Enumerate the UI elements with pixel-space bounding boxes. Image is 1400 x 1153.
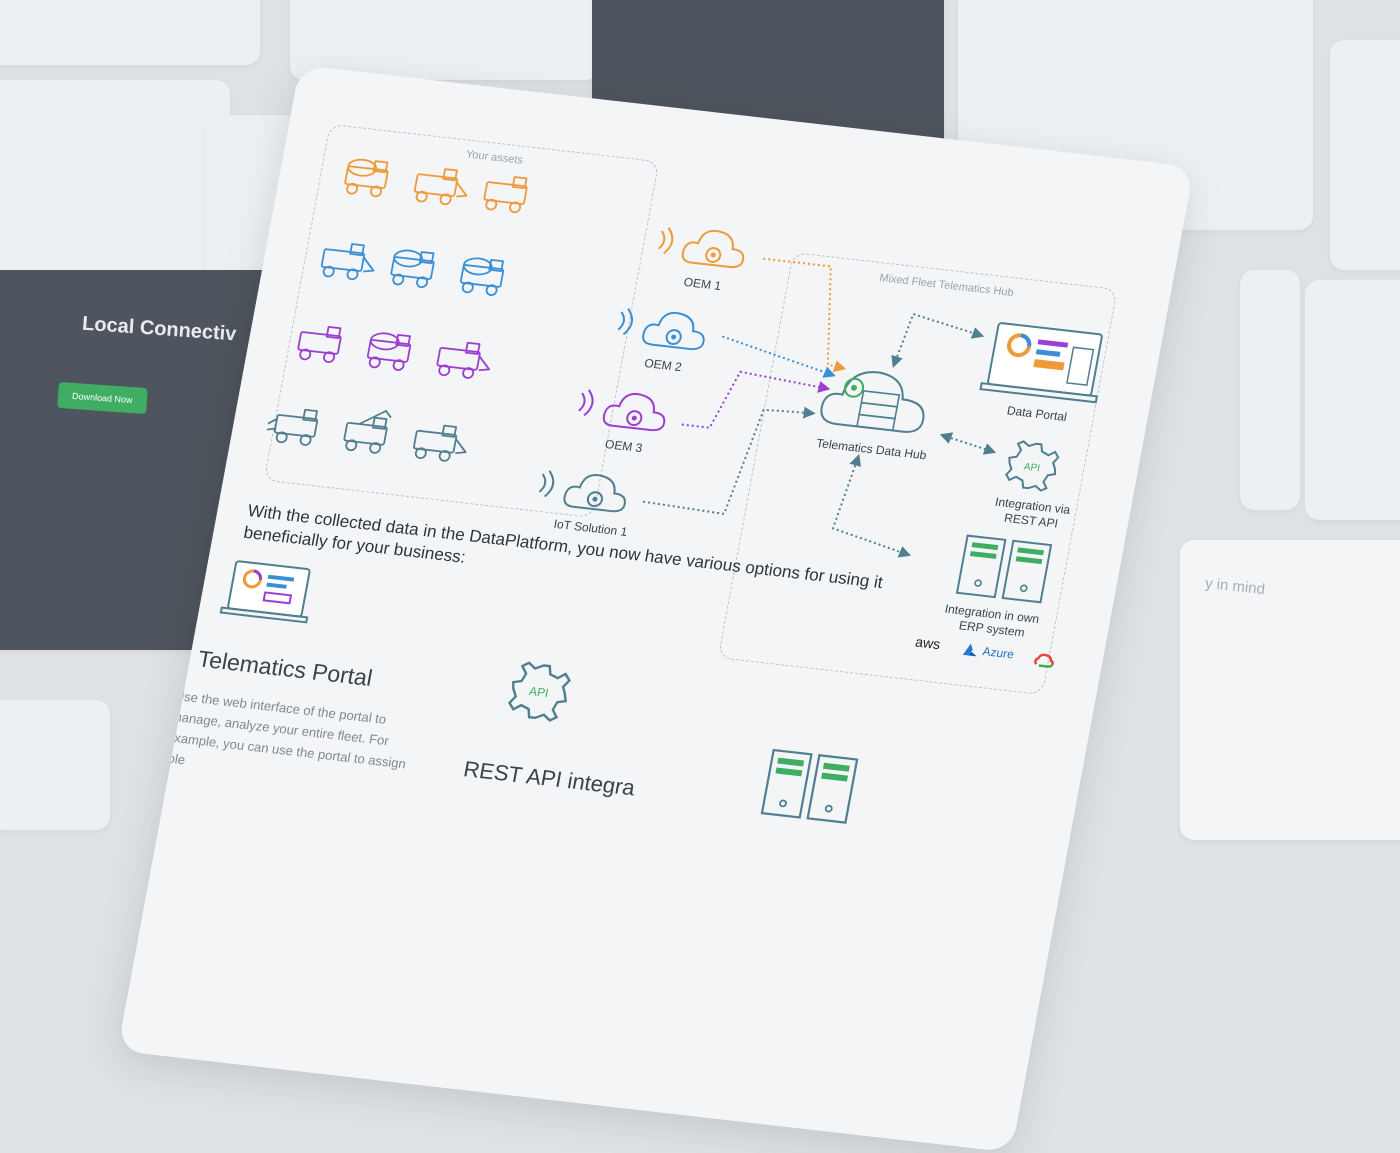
vehicle-icon (390, 249, 435, 289)
portal-feature-icon (219, 560, 311, 624)
vehicle-icons (266, 158, 528, 462)
vehicle-icon (483, 176, 528, 214)
arrow-portal (891, 312, 985, 369)
erp-feature-icon (760, 748, 859, 824)
signal-icon (538, 470, 555, 498)
api-feature-text: API (528, 684, 550, 700)
vehicle-icon (344, 158, 389, 198)
diagram-sheet: Your assets Mixed Fleet Telematics Hub O… (117, 65, 1195, 1153)
vehicle-icon (320, 243, 375, 281)
arrow-erp (831, 453, 912, 558)
data-portal-icon (979, 322, 1103, 404)
vehicle-icon (413, 168, 468, 206)
vehicle-icon (297, 326, 342, 364)
vehicle-icon (266, 408, 319, 446)
arrow-oem2 (722, 335, 836, 378)
bg-card (1240, 270, 1300, 510)
cloud-gear-icon (681, 229, 745, 269)
portal-description: Use the web interface of the portal to m… (162, 688, 408, 772)
signal-icon (657, 227, 674, 255)
arrow-iot (642, 406, 816, 516)
bg-card (1180, 540, 1400, 840)
arrow-oem3 (681, 370, 831, 429)
api-title: REST API integra (461, 756, 638, 801)
cloud-gear-icon (563, 474, 626, 513)
azure-logo-icon (962, 643, 977, 657)
vehicle-icon (343, 410, 392, 454)
cloud-gear-icon (602, 393, 666, 432)
connector-arrows (642, 257, 997, 558)
api-badge-text: API (1023, 462, 1041, 475)
bg-card (290, 0, 600, 80)
vehicle-icon (366, 332, 412, 371)
signal-icon (578, 389, 594, 417)
cloud-gear-icon (642, 311, 705, 351)
api-gear-icon: API (1005, 440, 1060, 492)
vehicle-icon (413, 424, 467, 462)
signal-icon (617, 308, 634, 336)
arrow-oem1 (763, 257, 847, 373)
google-cloud-logo-icon (1034, 653, 1054, 668)
bg-card (0, 80, 230, 280)
vehicle-icon (459, 257, 505, 296)
data-hub-icon (820, 371, 925, 433)
api-feature-icon: API (507, 661, 571, 722)
bg-card (1305, 280, 1400, 520)
bg-card (0, 700, 110, 830)
vehicle-icon (436, 341, 491, 379)
arrow-api (939, 432, 997, 455)
erp-server-icon (955, 534, 1053, 604)
bg-card (0, 0, 260, 65)
bg-card (1330, 40, 1400, 270)
